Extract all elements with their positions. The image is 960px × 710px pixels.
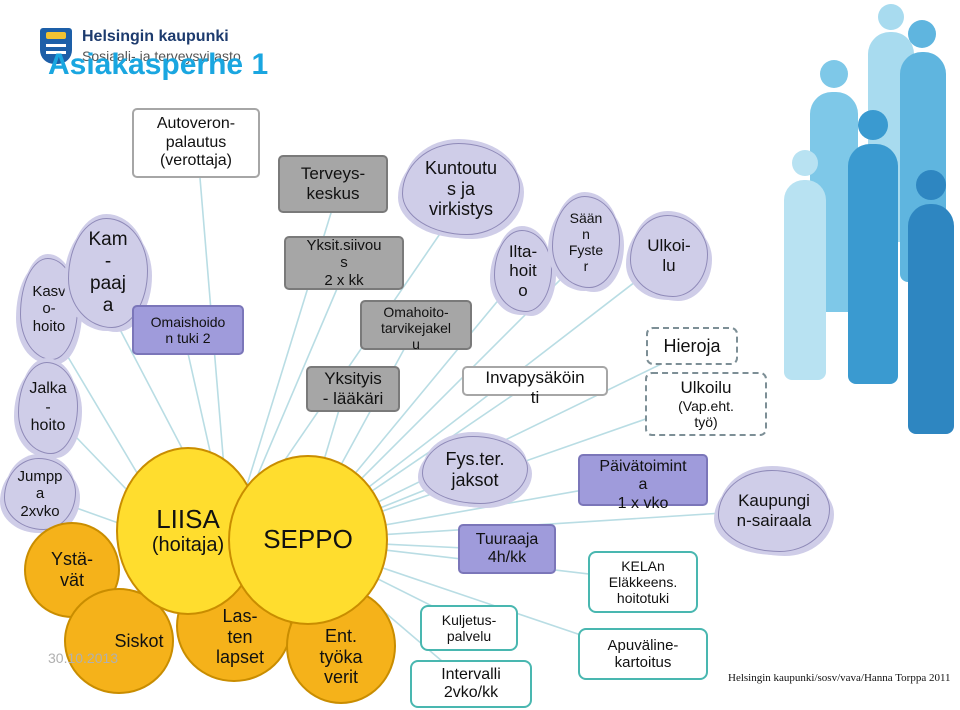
- seppo-circle: SEPPO: [228, 455, 388, 625]
- ulkoilu-label: Ulkoilu: [680, 378, 732, 398]
- person-icon: [858, 110, 888, 140]
- person-icon: [916, 170, 946, 200]
- people-illustration: [780, 0, 960, 470]
- yksitsiivous-box: Yksit.siivou s 2 x kk: [284, 236, 404, 290]
- paivatoiminta-box: Päivätoimint a 1 x vko: [578, 454, 708, 512]
- page-title: Asiakasperhe 1: [48, 48, 269, 81]
- org-name: Helsingin kaupunki: [82, 28, 229, 45]
- invapysakointi-box: Invapysäköin ti: [462, 366, 608, 407]
- wave-icon: [46, 51, 66, 54]
- org-subtitle: Sosiaali- ja terveysvirasto: [82, 48, 241, 64]
- jumppa-cloud: Jumpp a 2xvko: [4, 458, 76, 530]
- helsinki-logo: [40, 28, 72, 64]
- wave-icon: [46, 44, 66, 47]
- hieroja-box: Hieroja: [646, 327, 738, 365]
- person-icon: [908, 204, 954, 434]
- liisa-role-label: (hoitaja): [151, 534, 225, 557]
- intervalli-box: Intervalli 2vko/kk: [410, 660, 532, 708]
- apuvalinekartoitus-box: Apuväline- kartoitus: [578, 628, 708, 680]
- omahoitotarvikejakelu-box: Omahoito- tarvikejakel u: [360, 300, 472, 352]
- kelan-box: KELAn Eläkkeens. hoitotuki: [588, 551, 698, 613]
- liisa-label: LIISA: [156, 503, 220, 534]
- autoveronpalautus-box: Autoveron- palautus (verottaja): [132, 108, 260, 178]
- vapeht-label: (Vap.eht. työ): [678, 397, 734, 430]
- iltahoito-cloud: Ilta- hoit o: [494, 230, 552, 312]
- person-icon: [878, 4, 904, 30]
- footer-credit: Helsingin kaupunki/sosv/vava/Hanna Torpp…: [728, 672, 951, 684]
- footer-date: 30.10.2013: [48, 650, 119, 666]
- tuuraaja-box: Tuuraaja 4h/kk: [458, 524, 556, 574]
- person-icon: [908, 20, 936, 48]
- kaupunginsairaala-cloud: Kaupungi n-sairaala: [718, 470, 830, 552]
- person-icon: [784, 180, 826, 380]
- omaishoidontuki-box: Omaishoido n tuki 2: [132, 305, 244, 355]
- terveyskeskus-box: Terveys- keskus: [278, 155, 388, 213]
- ulkoilu-vapeht-box: Ulkoilu (Vap.eht. työ): [645, 372, 767, 436]
- kuljetuspalvelu-box: Kuljetus- palvelu: [420, 605, 518, 651]
- person-icon: [792, 150, 818, 176]
- ulkoilu-cloud: Ulkoi- lu: [630, 215, 708, 297]
- person-icon: [820, 60, 848, 88]
- yksityislaakari-box: Yksityis - lääkäri: [306, 366, 400, 412]
- crown-icon: [46, 32, 66, 39]
- jalkahoito-cloud: Jalka - hoito: [18, 362, 78, 454]
- saannfyster-cloud: Sään n Fyste r: [552, 196, 620, 288]
- fysterjaksot-cloud: Fys.ter. jaksot: [422, 436, 528, 504]
- person-icon: [848, 144, 898, 384]
- kuntoutus-cloud: Kuntoutu s ja virkistys: [402, 143, 520, 235]
